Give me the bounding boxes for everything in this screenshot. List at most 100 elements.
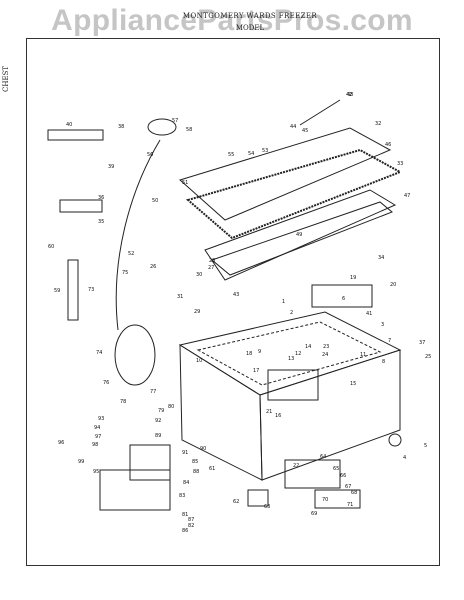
callout-69: 69: [311, 511, 317, 517]
callout-77: 77: [150, 389, 156, 395]
callout-8: 8: [382, 359, 385, 365]
lid-gasket: [185, 148, 403, 240]
callout-91: 91: [182, 450, 188, 456]
callout-21: 21: [266, 409, 272, 415]
diagram-model-line: MODEL: [235, 24, 265, 32]
callout-88: 88: [193, 469, 199, 475]
hinge-roller: [388, 433, 402, 447]
callout-96: 96: [58, 440, 64, 446]
callout-28: 28: [209, 258, 215, 264]
callout-71: 71: [347, 502, 353, 508]
callout-79: 79: [158, 408, 164, 414]
callout-73: 73: [88, 287, 94, 293]
callout-31: 31: [177, 294, 183, 300]
hinge-bar: [67, 259, 79, 321]
callout-86: 86: [182, 528, 188, 534]
callout-34: 34: [378, 255, 384, 261]
callout-48: 48: [347, 92, 353, 98]
cabinet-side: [259, 349, 401, 481]
callout-32: 32: [375, 121, 381, 127]
callout-20: 20: [390, 282, 396, 288]
callout-65: 65: [333, 466, 339, 472]
callout-64: 64: [320, 454, 326, 460]
callout-44: 44: [290, 124, 296, 130]
callout-30: 30: [196, 272, 202, 278]
callout-22: 22: [293, 463, 299, 469]
callout-81: 81: [182, 512, 188, 518]
callout-13: 13: [288, 356, 294, 362]
callout-87: 87: [188, 517, 194, 523]
callout-92: 92: [155, 418, 161, 424]
callout-24: 24: [322, 352, 328, 358]
callout-78: 78: [120, 399, 126, 405]
callout-82: 82: [188, 523, 194, 529]
callout-17: 17: [253, 368, 259, 374]
callout-76: 76: [103, 380, 109, 386]
callout-25: 25: [425, 354, 431, 360]
callout-89: 89: [155, 433, 161, 439]
callout-84: 84: [183, 480, 189, 486]
callout-99: 99: [78, 459, 84, 465]
callout-94: 94: [94, 425, 100, 431]
callout-38: 38: [118, 124, 124, 130]
callout-45: 45: [302, 128, 308, 134]
callout-40: 40: [66, 122, 72, 128]
callout-5: 5: [424, 443, 427, 449]
callout-57: 57: [172, 118, 178, 124]
kickplate: [314, 489, 361, 509]
callout-19: 19: [350, 275, 356, 281]
callout-43: 43: [233, 292, 239, 298]
callout-62: 62: [233, 499, 239, 505]
compressor: [129, 444, 171, 481]
callout-29: 29: [194, 309, 200, 315]
cabinet-liner: [196, 321, 382, 386]
callout-98: 98: [92, 442, 98, 448]
thermostat-cover: [47, 129, 104, 141]
callout-46: 46: [385, 142, 391, 148]
callout-27: 27: [208, 265, 214, 271]
callout-33: 33: [397, 161, 403, 167]
diagram-frame: [26, 38, 440, 566]
condenser-unit: [99, 469, 171, 511]
callout-56: 56: [147, 152, 153, 158]
callout-66: 66: [340, 473, 346, 479]
callout-83: 83: [179, 493, 185, 499]
callout-2: 2: [290, 310, 293, 316]
wiring-harness: [115, 139, 161, 331]
callout-16: 16: [275, 413, 281, 419]
callout-3: 3: [381, 322, 384, 328]
callout-39: 39: [108, 164, 114, 170]
callout-59: 59: [54, 288, 60, 294]
callout-41: 41: [366, 311, 372, 317]
callout-54: 54: [248, 151, 254, 157]
callout-85: 85: [192, 459, 198, 465]
callout-9: 9: [258, 349, 261, 355]
callout-68: 68: [351, 490, 357, 496]
callout-37: 37: [419, 340, 425, 346]
callout-47: 47: [404, 193, 410, 199]
callout-51: 51: [182, 180, 188, 186]
light-socket: [299, 99, 341, 126]
callout-90: 90: [200, 446, 206, 452]
callout-93: 93: [98, 416, 104, 422]
callout-42: 42: [346, 92, 352, 98]
callout-11: 11: [360, 352, 366, 358]
callout-10: 10: [196, 358, 202, 364]
callout-95: 95: [93, 469, 99, 475]
callout-7: 7: [388, 338, 391, 344]
callout-18: 18: [246, 351, 252, 357]
callout-70: 70: [322, 497, 328, 503]
callout-61: 61: [209, 466, 215, 472]
cabinet-top: [178, 311, 402, 396]
callout-35: 35: [98, 219, 104, 225]
callout-74: 74: [96, 350, 102, 356]
basket-small: [311, 284, 373, 308]
interior-light: [147, 118, 177, 136]
relay-box: [247, 489, 269, 507]
callout-58: 58: [186, 127, 192, 133]
callout-23: 23: [323, 344, 329, 350]
diagram-title: MONTGOMERY WARDS FREEZER: [182, 12, 318, 20]
